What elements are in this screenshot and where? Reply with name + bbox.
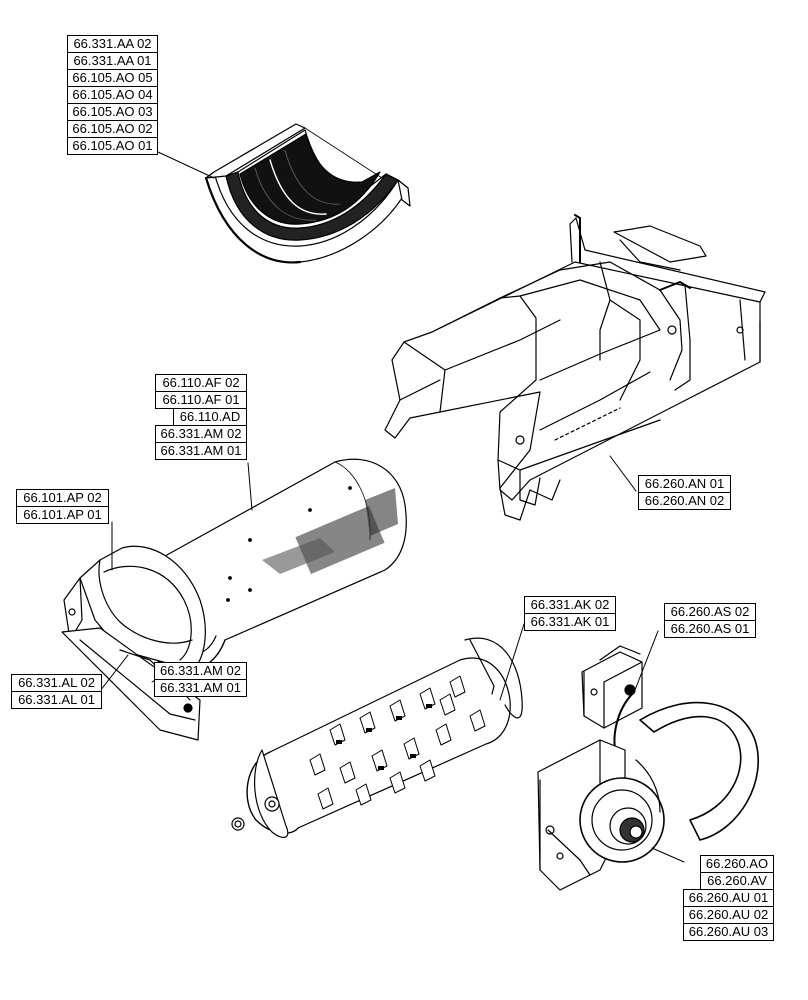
drive-bracket-callouts: 66.260.AS 02 66.260.AS 01 [664,603,756,638]
transition-callouts: 66.101.AP 02 66.101.AP 01 [16,489,109,524]
callout-label[interactable]: 66.101.AP 01 [16,506,109,524]
callout-label[interactable]: 66.105.AO 03 [67,103,158,121]
callout-label[interactable]: 66.331.AM 01 [154,679,247,697]
transition-lower-callouts: 66.331.AL 02 66.331.AL 01 [11,674,102,709]
callout-label[interactable]: 66.260.AU 01 [683,889,774,907]
callout-label[interactable]: 66.260.AV [700,872,774,890]
callout-label[interactable]: 66.105.AO 05 [67,69,158,87]
concave-callouts: 66.331.AA 02 66.331.AA 01 66.105.AO 05 6… [67,35,158,155]
callout-label[interactable]: 66.105.AO 01 [67,137,158,155]
callout-label[interactable]: 66.260.AN 01 [638,475,731,493]
callout-label[interactable]: 66.260.AN 02 [638,492,731,510]
cage-callouts: 66.110.AF 02 66.110.AF 01 66.110.AD 66.3… [155,374,247,460]
concave-grate-drawing[interactable] [204,123,411,264]
frame-callouts: 66.260.AN 01 66.260.AN 02 [638,475,731,510]
callout-label[interactable]: 66.260.AS 01 [664,620,756,638]
leader-lines [99,151,685,863]
callout-label[interactable]: 66.260.AO [700,855,774,873]
callout-label[interactable]: 66.260.AU 03 [683,923,774,941]
cage-lower-callouts: 66.331.AM 02 66.331.AM 01 [154,662,247,697]
callout-label[interactable]: 66.101.AP 02 [16,489,109,507]
callout-label[interactable]: 66.331.AA 01 [67,52,158,70]
callout-label[interactable]: 66.105.AO 04 [67,86,158,104]
callout-label[interactable]: 66.331.AL 01 [11,691,102,709]
callout-label[interactable]: 66.331.AM 02 [155,425,247,443]
callout-label[interactable]: 66.331.AL 02 [11,674,102,692]
callout-label[interactable]: 66.105.AO 02 [67,120,158,138]
callout-label[interactable]: 66.110.AF 01 [155,391,247,409]
callout-label[interactable]: 66.260.AS 02 [664,603,756,621]
gearbox-callouts: 66.260.AO 66.260.AV 66.260.AU 01 66.260.… [683,855,774,941]
callout-label[interactable]: 66.110.AD [173,408,247,426]
threshing-rotor-drawing[interactable] [231,637,523,838]
callout-label[interactable]: 66.260.AU 02 [683,906,774,924]
callout-label[interactable]: 66.110.AF 02 [155,374,247,392]
callout-label[interactable]: 66.331.AK 01 [524,613,616,631]
drive-bracket-drawing[interactable] [581,645,643,761]
gearbox-pulley-drawing[interactable] [537,701,760,891]
rotor-cage-drawing[interactable] [61,458,407,741]
rotor-callouts: 66.331.AK 02 66.331.AK 01 [524,596,616,631]
callout-label[interactable]: 66.331.AM 01 [155,442,247,460]
callout-label[interactable]: 66.331.AM 02 [154,662,247,680]
rotor-frame-drawing[interactable] [384,214,766,521]
callout-label[interactable]: 66.331.AK 02 [524,596,616,614]
callout-label[interactable]: 66.331.AA 02 [67,35,158,53]
